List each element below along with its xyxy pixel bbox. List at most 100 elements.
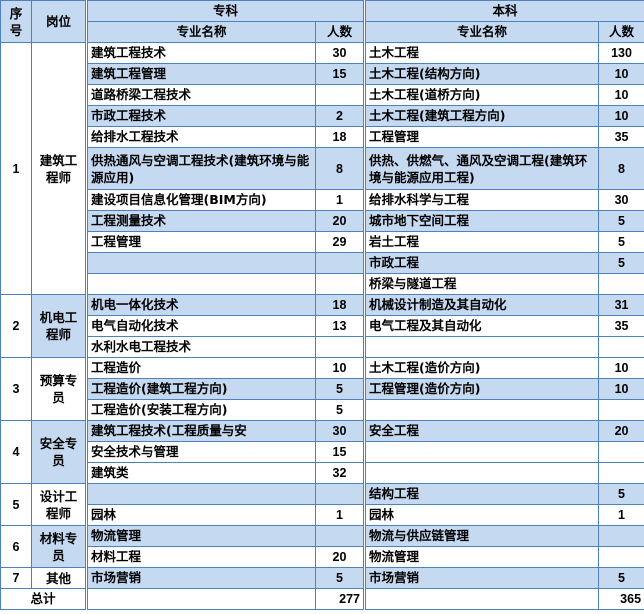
zhuanke-major-name: 建筑工程技术(工程质量与安 bbox=[85, 420, 316, 442]
seq-cell: 6 bbox=[0, 525, 32, 568]
zhuanke-count: 18 bbox=[314, 126, 366, 148]
benke-major-name: 结构工程 bbox=[363, 483, 600, 505]
position-cell: 安全专员 bbox=[31, 420, 87, 484]
zhuanke-count bbox=[314, 84, 366, 106]
zhuanke-major-name: 工程造价(安装工程方向) bbox=[85, 399, 316, 421]
benke-count: 5 bbox=[598, 231, 644, 253]
total-bk-name-cell bbox=[363, 588, 600, 610]
total-zk-name-cell bbox=[85, 588, 316, 610]
zhuanke-count: 18 bbox=[314, 294, 366, 316]
total-label: 总计 bbox=[0, 588, 87, 610]
benke-count: 10 bbox=[598, 357, 644, 379]
benke-major-name: 物流管理 bbox=[363, 546, 600, 568]
benke-major-name bbox=[363, 462, 600, 484]
benke-major-name: 物流与供应链管理 bbox=[363, 525, 600, 547]
benke-count: 10 bbox=[598, 378, 644, 400]
total-bk-count: 365 bbox=[598, 588, 644, 610]
zhuanke-count bbox=[314, 336, 366, 358]
zhuanke-major-name bbox=[85, 252, 316, 274]
zhuanke-count: 1 bbox=[314, 189, 366, 211]
zhuanke-count: 8 bbox=[314, 147, 366, 190]
zhuanke-count: 30 bbox=[314, 420, 366, 442]
total-row: 总计 277 365 bbox=[0, 588, 644, 610]
zhuanke-major-name: 供热通风与空调工程技术(建筑环境与能源应用) bbox=[85, 147, 316, 190]
benke-major-name: 桥梁与隧道工程 bbox=[363, 273, 600, 295]
position-cell: 建筑工程师 bbox=[31, 42, 87, 295]
benke-major-name bbox=[363, 441, 600, 463]
benke-major-name bbox=[363, 336, 600, 358]
benke-count: 10 bbox=[598, 84, 644, 106]
benke-major-name: 土木工程 bbox=[363, 42, 600, 64]
zhuanke-count: 20 bbox=[314, 210, 366, 232]
zhuanke-major-name: 建设项目信息化管理(BIM方向) bbox=[85, 189, 316, 211]
benke-count: 10 bbox=[598, 63, 644, 85]
benke-major-name: 安全工程 bbox=[363, 420, 600, 442]
benke-major-name: 给排水科学与工程 bbox=[363, 189, 600, 211]
seq-cell: 4 bbox=[0, 420, 32, 484]
zhuanke-major-name: 给排水工程技术 bbox=[85, 126, 316, 148]
zhuanke-major-name: 材料工程 bbox=[85, 546, 316, 568]
benke-major-name: 城市地下空间工程 bbox=[363, 210, 600, 232]
benke-major-name: 岩土工程 bbox=[363, 231, 600, 253]
benke-count bbox=[598, 525, 644, 547]
benke-count: 35 bbox=[598, 315, 644, 337]
benke-count: 20 bbox=[598, 420, 644, 442]
benke-count: 31 bbox=[598, 294, 644, 316]
position-cell: 机电工程师 bbox=[31, 294, 87, 358]
zhuanke-count: 29 bbox=[314, 231, 366, 253]
benke-count: 5 bbox=[598, 483, 644, 505]
zhuanke-major-name: 市政工程技术 bbox=[85, 105, 316, 127]
benke-major-name: 电气工程及其自动化 bbox=[363, 315, 600, 337]
benke-count: 5 bbox=[598, 567, 644, 589]
zhuanke-major-name: 建筑工程技术 bbox=[85, 42, 316, 64]
zhuanke-major-name: 建筑类 bbox=[85, 462, 316, 484]
position-cell: 其他 bbox=[31, 567, 87, 589]
zhuanke-count-header: 人数 bbox=[314, 21, 366, 43]
benke-count bbox=[598, 399, 644, 421]
position-cell: 材料专员 bbox=[31, 525, 87, 568]
benke-count: 30 bbox=[598, 189, 644, 211]
zhuanke-major-name: 工程测量技术 bbox=[85, 210, 316, 232]
zhuanke-major-name: 安全技术与管理 bbox=[85, 441, 316, 463]
benke-count bbox=[598, 336, 644, 358]
zhuanke-count bbox=[314, 273, 366, 295]
zhuanke-major-name: 电气自动化技术 bbox=[85, 315, 316, 337]
benke-major-name: 工程管理 bbox=[363, 126, 600, 148]
table-row: 桥梁与隧道工程 bbox=[1, 273, 644, 295]
benke-major-name: 土木工程(道桥方向) bbox=[363, 84, 600, 106]
benke-count: 130 bbox=[598, 42, 644, 64]
zhuanke-header: 专科 bbox=[84, 0, 366, 22]
zhuanke-major-name: 市场营销 bbox=[85, 567, 316, 589]
benke-major-name: 市场营销 bbox=[363, 567, 600, 589]
zhuanke-major-name: 园林 bbox=[85, 504, 316, 526]
zhuanke-count: 15 bbox=[314, 63, 366, 85]
seq-cell: 3 bbox=[0, 357, 32, 421]
benke-major-name bbox=[363, 399, 600, 421]
seq-header: 序号 bbox=[0, 0, 32, 43]
benke-major-name: 工程管理(造价方向) bbox=[363, 378, 600, 400]
benke-count: 1 bbox=[598, 504, 644, 526]
benke-major-name: 土木工程(造价方向) bbox=[363, 357, 600, 379]
zhuanke-count: 5 bbox=[314, 567, 366, 589]
table-row: 水利水电工程技术 bbox=[1, 336, 644, 358]
zhuanke-count: 32 bbox=[314, 462, 366, 484]
zhuanke-major-name: 物流管理 bbox=[85, 525, 316, 547]
benke-major-name: 机械设计制造及其自动化 bbox=[363, 294, 600, 316]
zhuanke-major-name: 工程管理 bbox=[85, 231, 316, 253]
